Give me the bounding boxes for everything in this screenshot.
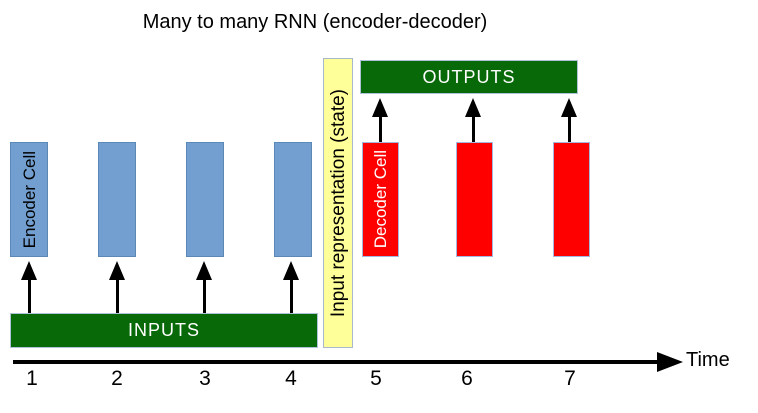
axis-tick-5: 5 xyxy=(370,367,382,390)
time-axis-label: Time xyxy=(686,349,730,371)
up-arrow-icon xyxy=(196,261,212,313)
encoder-cell-label: Encoder Cell xyxy=(19,150,39,249)
outputs-bar-label: OUTPUTS xyxy=(422,66,516,87)
inputs-bar: INPUTS xyxy=(10,313,318,348)
encoder-cell: Encoder Cell xyxy=(10,142,48,257)
up-arrow-icon xyxy=(372,98,388,142)
outputs-bar: OUTPUTS xyxy=(360,60,578,94)
up-arrow-icon xyxy=(465,98,481,142)
axis-tick-4: 4 xyxy=(285,367,297,390)
up-arrow-icon xyxy=(283,261,299,313)
time-axis-line xyxy=(13,360,659,364)
axis-tick-3: 3 xyxy=(199,367,211,390)
axis-tick-1: 1 xyxy=(26,367,38,390)
decoder-cell xyxy=(553,142,590,257)
inputs-bar-label: INPUTS xyxy=(127,320,200,340)
encoder-cell xyxy=(98,142,136,257)
decoder-cell: Decoder Cell xyxy=(362,142,399,257)
state-bar: Input representation (state) xyxy=(323,58,353,348)
axis-tick-7: 7 xyxy=(564,367,576,390)
up-arrow-icon xyxy=(109,261,125,313)
axis-tick-2: 2 xyxy=(111,367,123,390)
up-arrow-icon xyxy=(21,261,37,313)
decoder-cell xyxy=(456,142,493,257)
state-bar-label: Input representation (state) xyxy=(327,88,349,318)
encoder-cell xyxy=(186,142,224,257)
diagram-title: Many to many RNN (encoder-decoder) xyxy=(142,11,488,33)
encoder-cell xyxy=(274,142,312,257)
up-arrow-icon xyxy=(561,98,577,142)
time-axis-arrowhead-icon xyxy=(657,352,683,372)
decoder-cell-label: Decoder Cell xyxy=(371,150,390,249)
axis-tick-6: 6 xyxy=(461,367,473,390)
